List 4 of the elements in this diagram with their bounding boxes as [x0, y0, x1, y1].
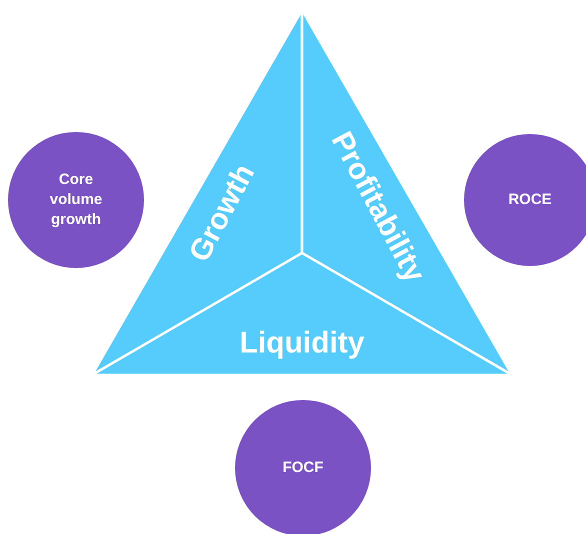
- metric-label: Core volume growth: [48, 170, 104, 230]
- metric-label: ROCE: [508, 190, 552, 210]
- section-label: Liquidity: [240, 326, 364, 360]
- metric-label: FOCF: [282, 458, 324, 478]
